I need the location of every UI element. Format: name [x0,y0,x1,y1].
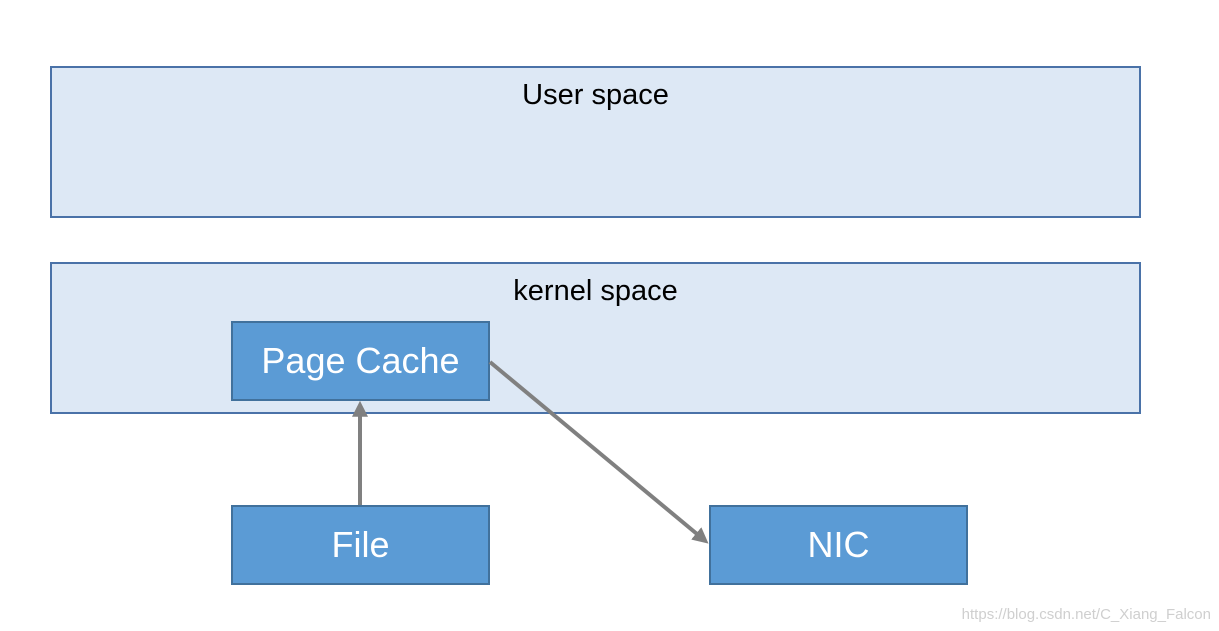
user-space-label: User space [522,79,669,111]
page-cache-box: Page Cache [231,321,490,401]
nic-box: NIC [709,505,968,585]
user-space-region: User space [50,66,1141,218]
file-label: File [331,524,390,565]
watermark: https://blog.csdn.net/C_Xiang_Falcon [961,606,1211,623]
nic-label: NIC [807,524,870,565]
kernel-space-label: kernel space [513,275,678,307]
page-cache-label: Page Cache [261,340,460,381]
arrow-page-cache-to-nic [488,360,709,544]
file-box: File [231,505,490,585]
